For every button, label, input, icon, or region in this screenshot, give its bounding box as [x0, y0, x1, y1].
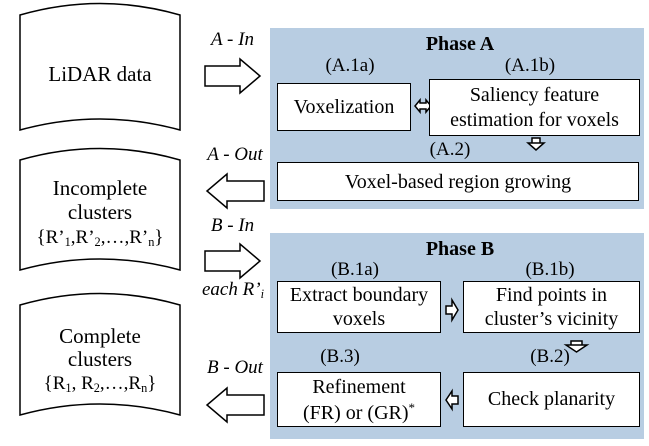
- extract-boundary-label-line1: Extract boundary: [289, 284, 429, 306]
- phase-a-title: Phase A: [425, 33, 495, 55]
- complete-clusters-label-line1: Complete: [59, 324, 141, 348]
- complete-clusters-label-line2: clusters: [67, 347, 133, 371]
- b-out-label: B - Out: [207, 357, 263, 378]
- b3-code: (B.3): [320, 346, 360, 367]
- b-in-arrow: [204, 242, 262, 280]
- check-planarity-label: Check planarity: [487, 388, 616, 410]
- find-points-box: [463, 281, 640, 333]
- saliency-box: [429, 79, 640, 136]
- saliency-label-line1: Saliency feature: [469, 84, 600, 106]
- b1a-code: (B.1a): [330, 259, 379, 280]
- a1a-code: (A.1a): [325, 55, 375, 76]
- extract-boundary-label-line2: voxels: [332, 308, 386, 330]
- find-points-label-line2: cluster’s vicinity: [484, 308, 619, 330]
- saliency-label-line2: estimation for voxels: [450, 109, 619, 131]
- extract-boundary-box: [277, 281, 441, 333]
- a1b-code: (A.1b): [504, 55, 556, 76]
- region-growing-box: [277, 162, 639, 201]
- b2-to-b3-arrow: [445, 388, 459, 412]
- a-out-arrow: [205, 172, 265, 210]
- incomplete-clusters-label-line2: clusters: [67, 200, 133, 224]
- refinement-label-line1: Refinement: [312, 376, 406, 398]
- incomplete-clusters-cylinder: [19, 147, 181, 271]
- voxelization-box: [277, 83, 411, 131]
- complete-clusters-cylinder: [19, 292, 181, 416]
- complete-clusters-set: {R1, R2,…,Rn}: [43, 373, 157, 396]
- region-growing-label: Voxel-based region growing: [344, 171, 572, 193]
- b1a-to-b1b-arrow: [445, 297, 459, 323]
- b-out-arrow: [205, 386, 265, 424]
- b-in-label: B - In: [210, 215, 255, 236]
- voxelization-label: Voxelization: [293, 96, 395, 118]
- b1b-code: (B.1b): [525, 259, 575, 280]
- a-in-arrow: [204, 57, 262, 95]
- b2-code: (B.2): [530, 346, 570, 367]
- check-planarity-box: [463, 372, 640, 427]
- a-in-label: A - In: [211, 29, 254, 50]
- b1b-to-b2-arrow: [563, 340, 590, 353]
- phase-b-title: Phase B: [425, 238, 495, 260]
- incomplete-clusters-label-line1: Incomplete: [52, 176, 148, 200]
- find-points-label-line1: Find points in: [495, 284, 608, 306]
- a1b-to-a2-arrow: [526, 137, 546, 151]
- a-out-label: A - Out: [207, 144, 263, 165]
- lidar-data-label: LiDAR data: [48, 62, 152, 86]
- refinement-box: [277, 372, 441, 427]
- refinement-label-line2: (FR) or (GR)*: [302, 400, 416, 425]
- lidar-cylinder: [19, 2, 181, 131]
- a2-code: (A.2): [429, 139, 471, 160]
- incomplete-clusters-set: {R’1,R’2,…,R’n}: [36, 227, 164, 250]
- each-r-label: each R’i: [202, 279, 264, 302]
